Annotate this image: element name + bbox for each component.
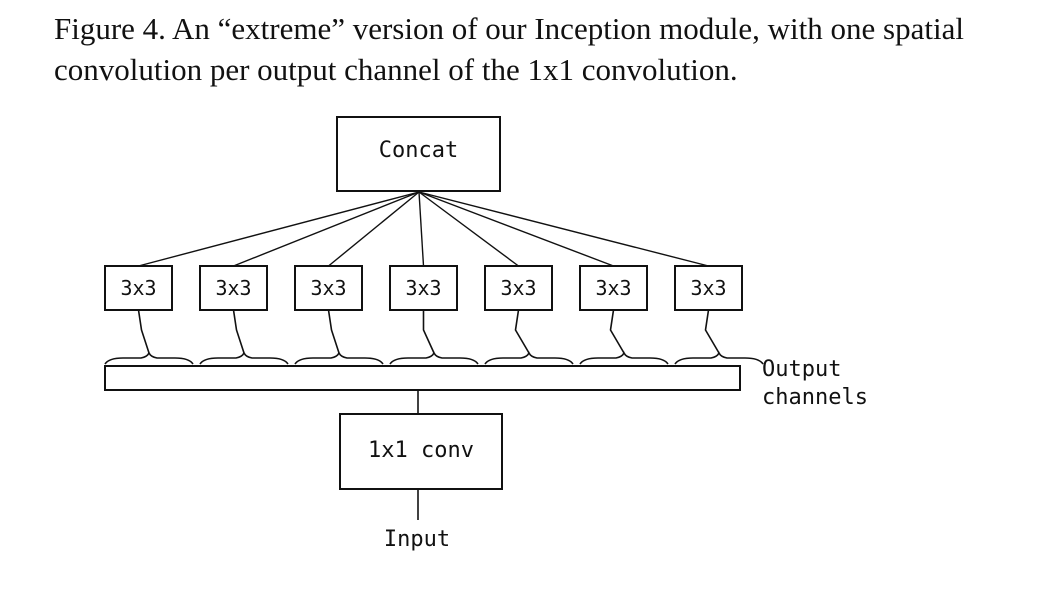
channel-stem bbox=[232, 309, 245, 354]
channel-stem bbox=[137, 309, 150, 354]
channel-stem bbox=[514, 309, 530, 354]
channel-brace bbox=[389, 351, 479, 365]
branch-box bbox=[579, 265, 648, 311]
channel-braces bbox=[104, 309, 764, 365]
channel-stem bbox=[704, 309, 720, 354]
branch-node: 3x3 bbox=[389, 265, 458, 311]
branch-label: 3x3 bbox=[215, 276, 251, 300]
channel-brace bbox=[674, 351, 764, 365]
branch-node: 3x3 bbox=[579, 265, 648, 311]
channel-stem bbox=[422, 310, 435, 354]
concat-box bbox=[336, 116, 501, 192]
conv-label: 1x1 conv bbox=[368, 438, 474, 463]
channel-brace bbox=[484, 351, 574, 365]
branch-box bbox=[389, 265, 458, 311]
branch-node: 3x3 bbox=[484, 265, 553, 311]
branch-label: 3x3 bbox=[500, 276, 536, 300]
channel-brace bbox=[294, 351, 384, 365]
channel-brace bbox=[104, 351, 194, 365]
concat-edge bbox=[138, 191, 420, 267]
concat-edge bbox=[233, 191, 420, 267]
branch-label: 3x3 bbox=[120, 276, 156, 300]
branch-label: 3x3 bbox=[690, 276, 726, 300]
branch-node: 3x3 bbox=[199, 265, 268, 311]
branch-box bbox=[484, 265, 553, 311]
branch-box bbox=[104, 265, 173, 311]
concat-edge bbox=[418, 191, 425, 267]
branch-node: 3x3 bbox=[294, 265, 363, 311]
input-label: Input bbox=[384, 527, 450, 552]
branch-node: 3x3 bbox=[104, 265, 173, 311]
channel-brace bbox=[199, 351, 289, 365]
output-label-line1: Output bbox=[762, 357, 841, 382]
concat-label: Concat bbox=[379, 138, 458, 163]
branch-label: 3x3 bbox=[405, 276, 441, 300]
branch-box bbox=[199, 265, 268, 311]
channel-stem bbox=[327, 309, 340, 354]
concat-edge bbox=[418, 191, 519, 267]
channel-brace bbox=[579, 351, 669, 365]
concat-node: Concat bbox=[336, 116, 501, 192]
branch-label: 3x3 bbox=[310, 276, 346, 300]
output-label-line2: channels bbox=[762, 385, 868, 410]
branch-nodes: 3x3 3x3 3x3 3x3 3x3 3x3 3x3 bbox=[104, 265, 743, 311]
concat-edge bbox=[418, 191, 709, 267]
concat-edges bbox=[138, 191, 709, 267]
branch-box bbox=[674, 265, 743, 311]
conv-box bbox=[339, 413, 503, 490]
branch-label: 3x3 bbox=[595, 276, 631, 300]
channel-stem bbox=[609, 309, 625, 354]
output-channels-bar bbox=[104, 365, 741, 391]
branch-node: 3x3 bbox=[674, 265, 743, 311]
figure-caption: Figure 4. An “extreme” version of our In… bbox=[54, 11, 964, 87]
concat-edge bbox=[328, 191, 420, 267]
conv-node: 1x1 conv bbox=[339, 413, 503, 490]
concat-edge bbox=[418, 191, 614, 267]
